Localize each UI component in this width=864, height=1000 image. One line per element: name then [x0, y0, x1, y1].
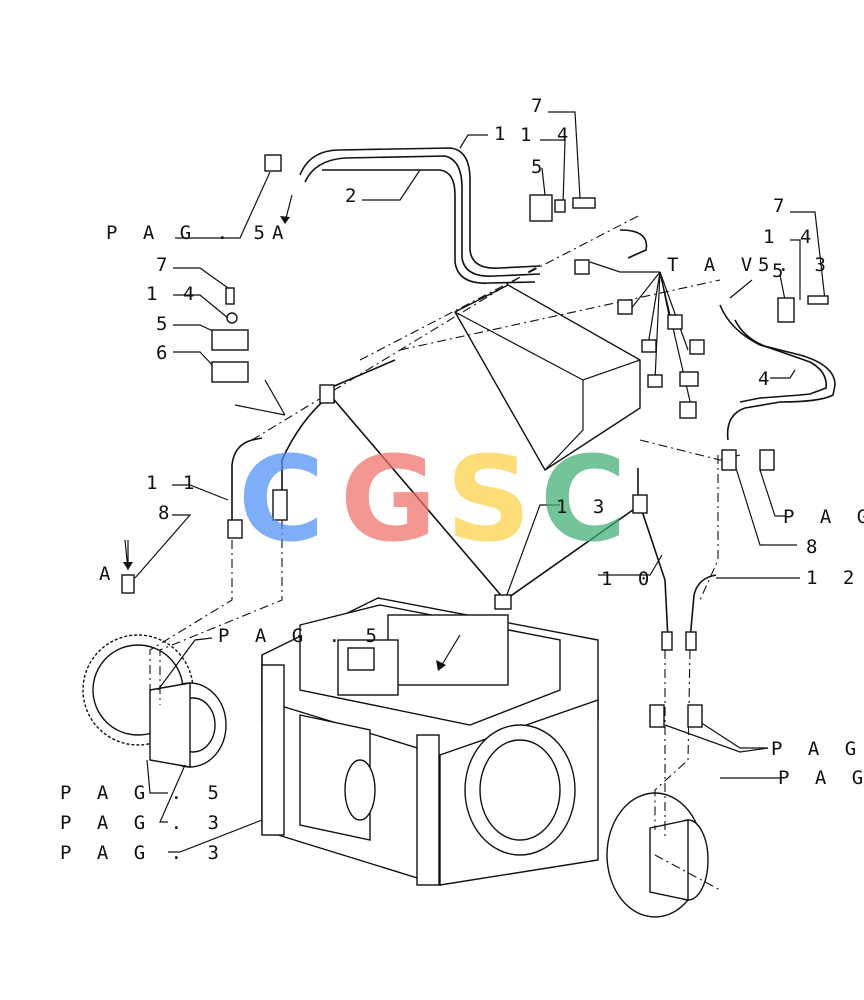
callout-5-top: 5 — [531, 156, 550, 178]
callout-pag-right-3: P A G . — [778, 767, 864, 789]
callout-pag-right: P A G . — [783, 506, 864, 528]
callout-a-top: A — [272, 222, 291, 244]
transmission-housing — [261, 597, 599, 886]
clamp-fittings — [121, 154, 829, 728]
callout-8-right: 8 — [806, 536, 825, 558]
callout-5-left: 5 — [156, 313, 175, 335]
callout-pag3-a: P A G . 3 — [60, 812, 226, 834]
callout-8-left: 8 — [158, 502, 177, 524]
callout-14-left: 1 4 — [146, 283, 202, 305]
callout-pag5-mid: P A G . 5 — [218, 625, 384, 647]
callout-tav3: T A V . 3 — [667, 254, 833, 276]
callout-6-left: 6 — [156, 342, 175, 364]
callout-14-top: 1 4 — [520, 124, 576, 146]
callout-11: 1 1 — [146, 472, 202, 494]
callout-pag-right-2: P A G . — [771, 738, 864, 760]
watermark-letter-g: G — [340, 430, 437, 568]
callout-7-right: 7 — [773, 195, 792, 217]
leader-lines — [124, 111, 826, 853]
callout-a-left: A — [99, 563, 118, 585]
callout-14-right: 1 4 — [763, 226, 819, 248]
callout-7-top: 7 — [531, 95, 550, 117]
callout-1: 1 — [494, 123, 513, 145]
watermark-letter-s: S — [446, 430, 531, 568]
callout-pag5-left: P A G . 5 — [106, 222, 272, 244]
callout-12: 1 2 — [806, 567, 862, 589]
callout-pag3-b: P A G . 3 — [60, 842, 226, 864]
ring-gear — [82, 634, 227, 768]
callout-13: 1 3 — [556, 496, 612, 518]
callout-pag5-bottom: P A G . 5 — [60, 782, 226, 804]
callout-4: 4 — [758, 368, 777, 390]
watermark-letter-c1: C — [238, 430, 325, 568]
arrow-icons — [123, 194, 461, 671]
callout-5-right-2: 5 — [772, 260, 791, 282]
callout-5-right: 5 — [758, 254, 777, 276]
callout-10: 1 0 — [601, 568, 657, 590]
callout-2: 2 — [345, 185, 364, 207]
callout-7-left: 7 — [156, 254, 175, 276]
watermark-letter-c2: C — [540, 430, 627, 568]
wheel-hub — [606, 792, 709, 918]
